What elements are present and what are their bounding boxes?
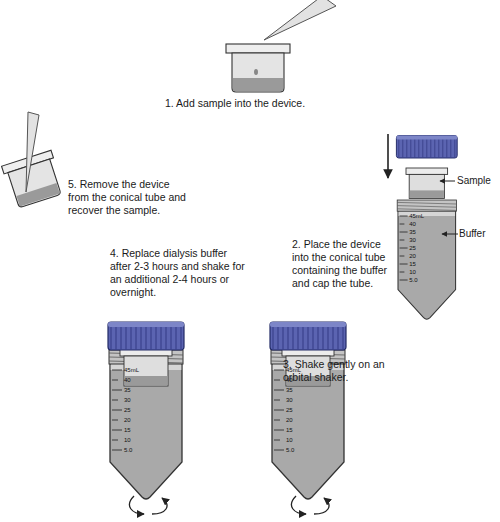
graduation-tick [400,232,408,233]
drawing-part [406,168,448,198]
graduation-tick [112,410,122,411]
buffer-leader [442,234,458,235]
graduation-mark: 35 [124,387,131,394]
part-label: Buffer [459,227,497,240]
graduation-tick [400,240,405,241]
graduation-tick [274,450,284,451]
step-text: 2. Place the device into the conical tub… [292,238,394,290]
graduation-mark: 40 [124,377,131,384]
drawing-part [270,322,346,350]
step5-pipette [26,112,39,192]
graduation-tick [112,380,118,381]
drawing-part [233,78,283,91]
graduation-tick [274,370,284,371]
graduation-mark: 45mL [286,367,301,374]
graduation-mark: 20 [286,417,293,424]
step-text: 4. Replace dialysis buffer after 2-3 hou… [110,247,250,299]
graduation-mark: 5.0 [124,447,132,454]
graduation-mark: 40 [409,221,416,228]
drawing-part [410,190,444,198]
graduation-tick [274,390,284,391]
drawing-part [254,69,258,75]
part-label: Sample [457,174,497,187]
graduation-tick [112,390,122,391]
sample-leader [440,181,455,182]
graduation-tick [112,400,118,401]
graduation-mark: 15 [409,261,416,268]
graduation-tick [274,430,284,431]
drawing-part [152,498,167,514]
graduation-tick [274,440,280,441]
graduation-tick [400,272,405,273]
drawing-part [406,168,448,174]
insert-arrow [387,134,389,178]
step2-tube [388,134,458,319]
graduation-mark: 35 [286,387,293,394]
graduation-mark: 30 [124,397,131,404]
graduation-mark: 10 [409,269,416,276]
drawing-part [291,496,306,514]
graduation-tick [274,400,280,401]
graduation-mark: 25 [409,245,416,252]
graduation-mark: 25 [124,407,131,414]
drawing-part [16,183,59,206]
graduation-mark: 45mL [124,367,139,374]
drawing-part [264,0,336,40]
graduation-tick [112,450,122,451]
graduation-mark: 35 [409,229,416,236]
drawing-part [129,496,144,514]
graduation-tick [400,216,408,217]
drawing-part [226,44,290,53]
graduation-tick [112,370,122,371]
graduation-mark: 40 [286,377,293,384]
graduation-tick [400,256,405,257]
graduation-mark: 25 [286,407,293,414]
graduation-tick [400,280,408,281]
graduation-tick [400,248,408,249]
graduation-mark: 30 [409,237,416,244]
graduation-mark: 10 [124,437,131,444]
graduation-mark: 20 [409,253,416,260]
graduation-tick [274,410,284,411]
graduation-mark: 5.0 [286,447,294,454]
graduation-mark: 20 [124,417,131,424]
step1-device [226,44,290,92]
drawing-part [120,348,172,386]
graduation-tick [112,440,118,441]
drawing-part [26,112,39,192]
graduation-mark: 10 [286,437,293,444]
drawing-part [108,322,184,350]
graduation-tick [112,420,118,421]
graduation-mark: 15 [286,427,293,434]
drawing-part [314,498,329,514]
step5-device [2,150,65,209]
graduation-mark: 5.0 [409,277,417,284]
graduation-tick [112,430,122,431]
drawing-part [396,136,457,158]
graduation-tick [400,224,405,225]
graduation-mark: 45mL [409,213,424,220]
graduation-tick [274,420,280,421]
step4-tube [108,322,184,514]
step3-tube [270,322,346,514]
step-text: 1. Add sample into the device. [165,97,385,110]
graduation-tick [400,264,408,265]
drawing-part [397,200,456,319]
drawing-part [8,159,61,208]
step-text: 5. Remove the device from the conical tu… [68,178,190,217]
drawing-part [232,53,284,92]
drawing-part [409,174,444,198]
graduation-mark: 30 [286,397,293,404]
graduation-mark: 15 [124,427,131,434]
graduation-tick [274,380,280,381]
